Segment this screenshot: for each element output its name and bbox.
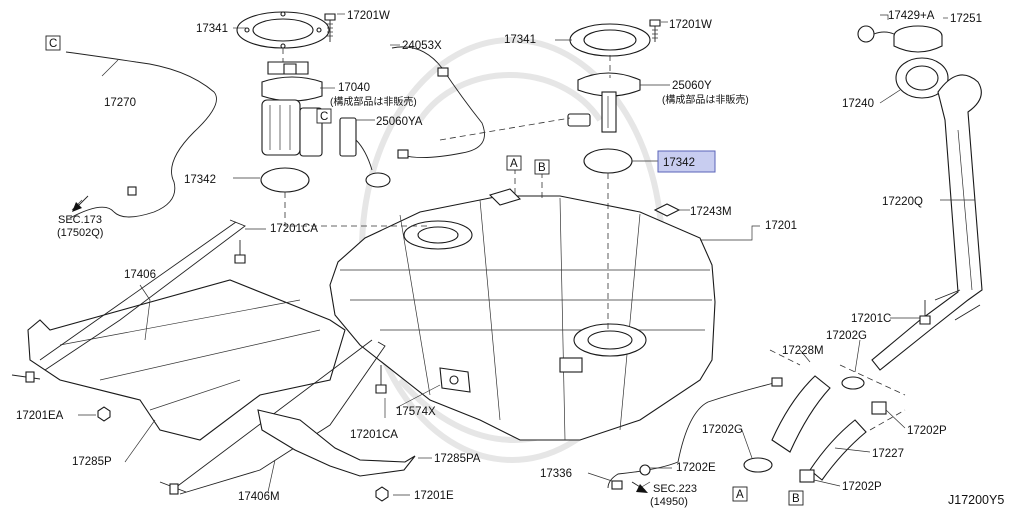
heat-insulator-17285p[interactable] [27, 279, 346, 441]
hose-17227[interactable] [809, 419, 867, 481]
filler-cap-17251[interactable] [893, 25, 943, 53]
tank-band-17406[interactable] [39, 219, 246, 371]
clamp-17202g-lower[interactable] [743, 457, 773, 473]
bolt-17201c[interactable] [919, 300, 931, 325]
label-17243m[interactable]: 17243M [690, 206, 732, 218]
label-17202g-lower[interactable]: 17202G [702, 424, 743, 436]
ref-box-a-bottom: A [732, 486, 748, 502]
highlight-box-17342 [657, 150, 716, 173]
left-oring-17342[interactable] [260, 167, 310, 193]
diagram-id: J17200Y5 [948, 493, 1004, 507]
label-17228m[interactable]: 17228M [782, 345, 824, 357]
label-note-left: (構成部品は非販売) [330, 95, 417, 108]
label-17202p-upper[interactable]: 17202P [907, 425, 947, 437]
harness-24053x[interactable] [391, 46, 485, 159]
ref-box-c-left: C [45, 35, 61, 51]
left-sender-unit-25060ya[interactable] [339, 117, 391, 188]
label-17336[interactable]: 17336 [540, 468, 572, 480]
label-17201w-right[interactable]: 17201W [669, 19, 712, 31]
hose-harness-17270[interactable] [65, 51, 217, 219]
label-sec223[interactable]: SEC.223 [653, 483, 697, 495]
label-17285p[interactable]: 17285P [72, 456, 112, 468]
right-pump-gasket-17341[interactable] [569, 23, 651, 57]
clamp-17202p-lower[interactable] [799, 469, 815, 483]
label-17285pa[interactable]: 17285PA [434, 453, 481, 465]
label-17574x[interactable]: 17574X [396, 406, 436, 418]
vent-hose-17336[interactable] [607, 377, 783, 490]
right-screw-17201w[interactable] [649, 19, 661, 42]
band-bolt-left [11, 371, 41, 383]
label-17406[interactable]: 17406 [124, 269, 156, 281]
filler-tube-17220q[interactable] [871, 74, 983, 371]
filler-seal-17240[interactable] [895, 57, 949, 99]
label-24053x[interactable]: 24053X [402, 40, 442, 52]
label-17341-left[interactable]: 17341 [196, 23, 228, 35]
label-17202g-upper[interactable]: 17202G [826, 330, 867, 342]
label-17406m[interactable]: 17406M [238, 491, 280, 503]
label-17220q[interactable]: 17220Q [882, 196, 923, 208]
bracket-17574x[interactable] [439, 367, 471, 393]
label-17342-left[interactable]: 17342 [184, 174, 216, 186]
label-17201w-left[interactable]: 17201W [347, 10, 390, 22]
ref-letter-a-top: A [510, 158, 518, 170]
label-17342-right[interactable]: 17342 [663, 157, 695, 169]
ref-letter-b-top: B [538, 162, 546, 174]
ref-box-c-pump: C [316, 108, 332, 124]
label-17429a[interactable]: 17429+A [888, 10, 935, 22]
bolt-17201ca-upper[interactable] [234, 240, 246, 264]
clip-17202e[interactable] [639, 464, 651, 476]
ref-box-b-top: B [534, 159, 550, 175]
label-17201ca-lower[interactable]: 17201CA [350, 429, 398, 441]
insulator-17285pa[interactable] [257, 409, 416, 477]
ref-box-a-top: A [506, 155, 522, 171]
label-17201ca-upper[interactable]: 17201CA [270, 223, 318, 235]
cap-tether-17429a[interactable] [857, 25, 895, 43]
ref-letter-c-left: C [49, 38, 57, 50]
band-bolt-bottom [159, 481, 187, 495]
fuel-pump-unit-17040[interactable] [261, 61, 323, 157]
nut-17201ea[interactable] [97, 406, 111, 422]
label-17240[interactable]: 17240 [842, 98, 874, 110]
label-17202p-lower[interactable]: 17202P [842, 481, 882, 493]
right-oring-17342[interactable] [583, 148, 633, 174]
label-17202e[interactable]: 17202E [676, 462, 716, 474]
label-17201[interactable]: 17201 [765, 220, 797, 232]
bolt-17201ca-lower[interactable] [375, 365, 387, 394]
label-17227[interactable]: 17227 [872, 448, 904, 460]
label-note-right: (構成部品は非販売) [662, 93, 749, 106]
clamp-17202g-upper[interactable] [841, 376, 865, 390]
label-sec173[interactable]: SEC.173 [58, 214, 102, 226]
left-pump-gasket-17341[interactable] [236, 11, 330, 49]
nut-17201e[interactable] [375, 486, 389, 502]
ref-box-b-bottom: B [788, 490, 804, 506]
label-17251[interactable]: 17251 [950, 13, 982, 25]
label-sec173-ref: (17502Q) [57, 227, 103, 239]
label-17201e[interactable]: 17201E [414, 490, 454, 502]
left-screw-17201w[interactable] [324, 13, 336, 42]
sender-unit-25060y[interactable] [567, 72, 641, 133]
label-25060y[interactable]: 25060Y [672, 80, 712, 92]
label-17201c[interactable]: 17201C [851, 313, 891, 325]
ref-letter-b-bottom: B [792, 493, 800, 505]
ref-letter-a-bottom: A [736, 489, 744, 501]
fuel-tank-17201[interactable] [329, 188, 716, 441]
hose-17228m[interactable] [771, 375, 831, 453]
label-sec223-ref: (14950) [650, 496, 688, 508]
label-17341-right[interactable]: 17341 [504, 34, 536, 46]
label-17201ea[interactable]: 17201EA [16, 410, 64, 422]
label-25060ya[interactable]: 25060YA [376, 116, 423, 128]
ref-letter-c-pump: C [320, 111, 328, 123]
clamp-17202p-upper[interactable] [871, 401, 887, 415]
label-17040[interactable]: 17040 [338, 82, 370, 94]
label-17270[interactable]: 17270 [104, 97, 136, 109]
